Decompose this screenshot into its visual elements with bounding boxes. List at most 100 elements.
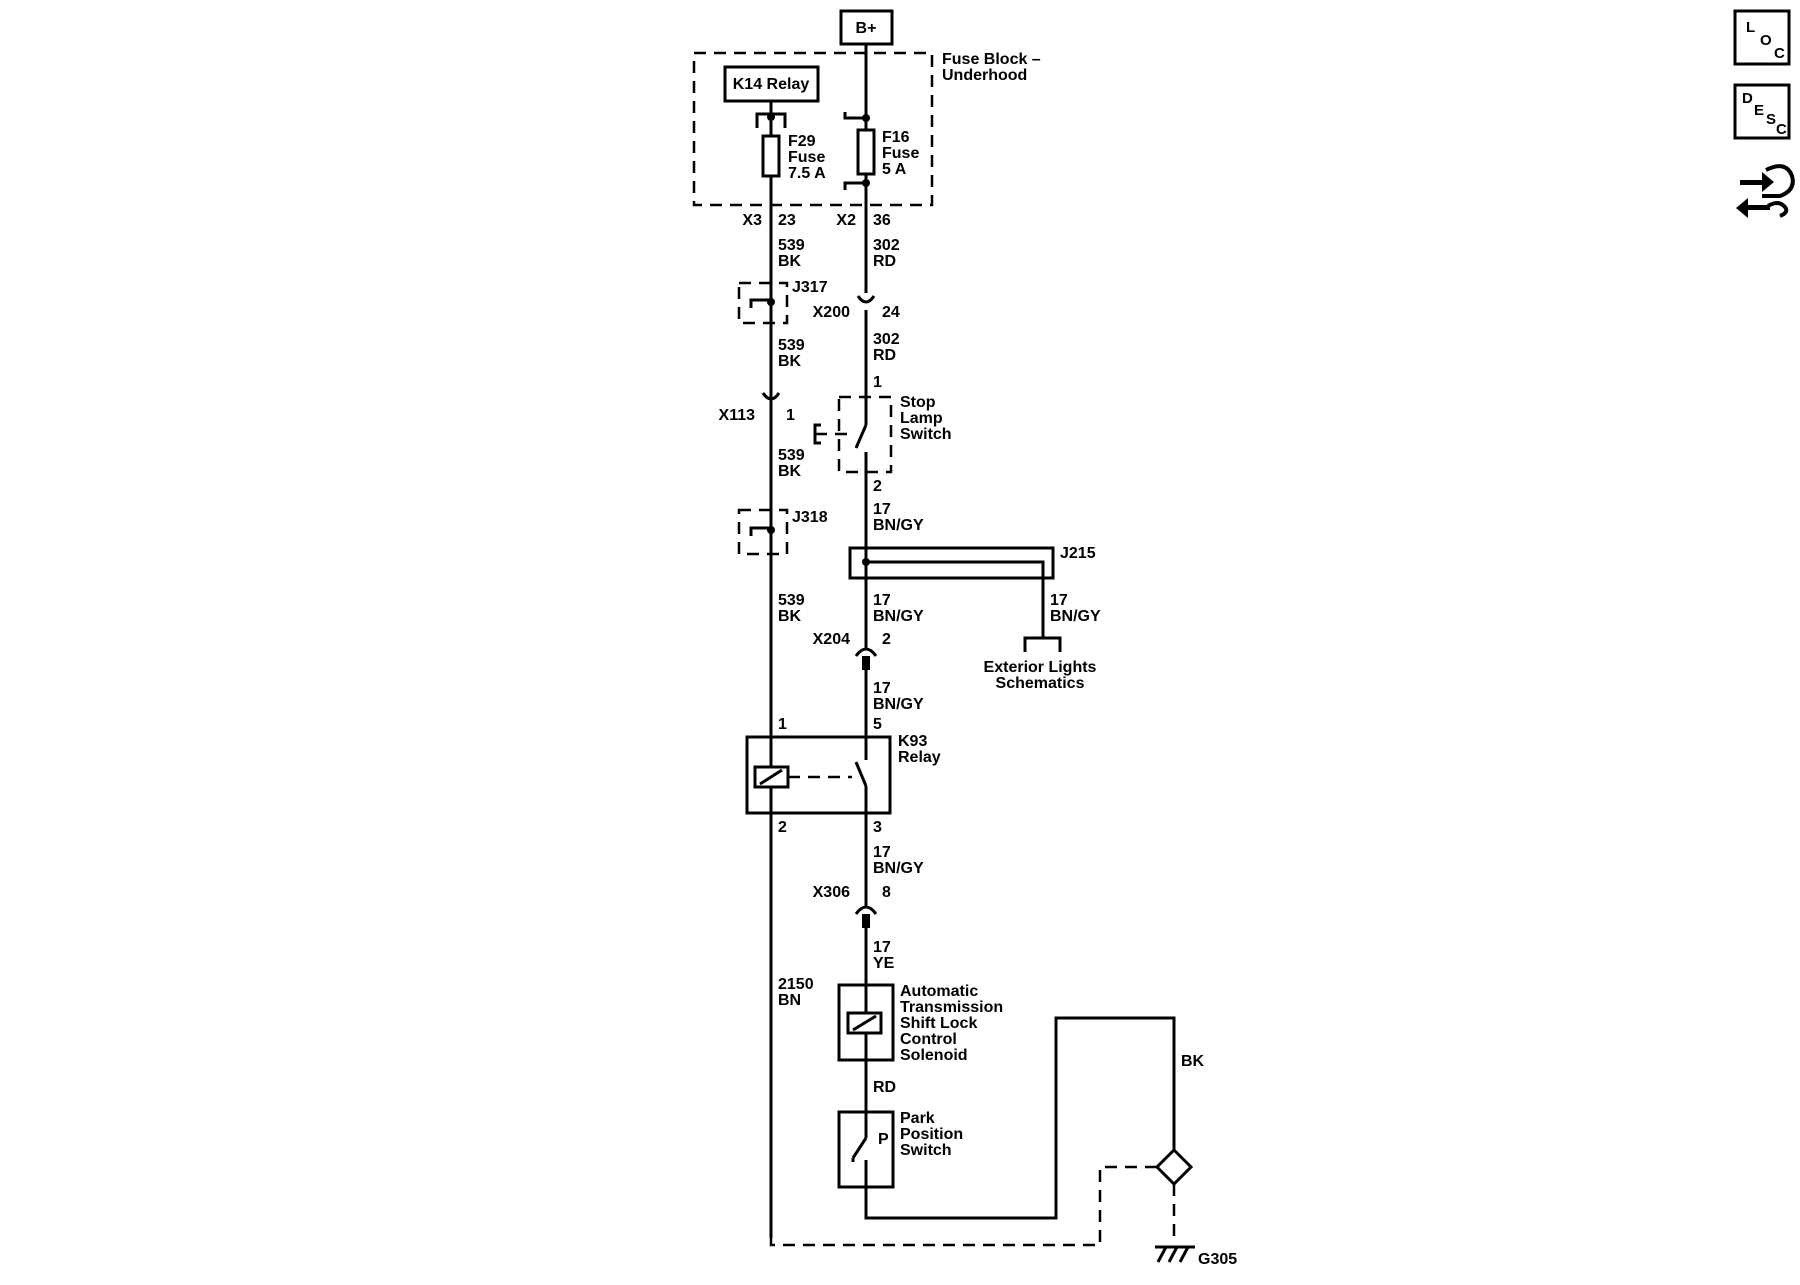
svg-text:Solenoid: Solenoid	[900, 1047, 968, 1064]
svg-text:J318: J318	[792, 509, 828, 526]
svg-text:2: 2	[882, 631, 891, 648]
wire-bngy-label-a: BN/GY	[873, 517, 924, 534]
svg-text:Lamp: Lamp	[900, 410, 943, 427]
x204-connector: X204 2	[813, 631, 891, 670]
svg-text:P: P	[878, 1131, 889, 1148]
svg-text:Stop: Stop	[900, 394, 936, 411]
fuse-block-label-line1: Fuse Block –	[942, 51, 1041, 68]
svg-text:Exterior Lights: Exterior Lights	[984, 659, 1097, 676]
exterior-lights-reference: 17 BN/GY Exterior Lights Schematics	[984, 592, 1101, 692]
svg-text:17: 17	[1050, 592, 1068, 609]
svg-text:Fuse: Fuse	[788, 149, 825, 166]
svg-text:X306: X306	[813, 884, 850, 901]
svg-text:K14 Relay: K14 Relay	[733, 76, 810, 93]
wire-bngy-label-c: BN/GY	[873, 696, 924, 713]
g305-ground: G305	[1155, 1245, 1237, 1268]
svg-text:Shift Lock: Shift Lock	[900, 1015, 977, 1032]
k93-relay: 1 5 2 3 K93 Relay	[745, 716, 941, 836]
x3-label: X3	[742, 212, 762, 229]
svg-text:F16: F16	[882, 129, 910, 146]
x200-connector: X200 24	[813, 295, 900, 321]
wire-17-label-d: 17	[873, 844, 891, 861]
svg-text:C: C	[1776, 121, 1787, 138]
svg-text:Park: Park	[900, 1110, 935, 1127]
svg-text:D: D	[1742, 90, 1753, 107]
wire-bk-ground-return	[864, 1016, 1176, 1220]
x306-connector: X306 8	[813, 884, 891, 928]
wire-bk-label-b: BK	[778, 353, 802, 370]
x2-pin: 36	[873, 212, 891, 229]
wire-17-label-b: 17	[873, 592, 891, 609]
j317-splice: J317	[737, 279, 828, 325]
wire-bngy-label-d: BN/GY	[873, 860, 924, 877]
j215-splice: J215	[848, 545, 1096, 638]
svg-text:Relay: Relay	[898, 749, 941, 766]
wire-539-label-b: 539	[778, 337, 805, 354]
park-position-switch: P Park Position Switch	[837, 1110, 963, 1189]
stop-lamp-pin-1: 1	[873, 374, 882, 391]
svg-text:G305: G305	[1198, 1251, 1237, 1268]
wire-539-label-c: 539	[778, 447, 805, 464]
svg-text:S: S	[1766, 111, 1776, 128]
wire-bk-label-c: BK	[778, 463, 802, 480]
svg-text:F29: F29	[788, 133, 816, 150]
desc-icon[interactable]: D E S C	[1733, 83, 1791, 140]
connector-nav-icon[interactable]	[1736, 164, 1795, 218]
svg-text:8: 8	[882, 884, 891, 901]
j318-splice: J318	[737, 508, 828, 556]
wire-ye-label: YE	[873, 955, 895, 972]
svg-text:Automatic: Automatic	[900, 983, 978, 1000]
svg-text:O: O	[1760, 32, 1772, 49]
f29-fuse: F29 Fuse 7.5 A	[755, 101, 826, 182]
svg-text:Control: Control	[900, 1031, 957, 1048]
loc-icon[interactable]: L O C	[1733, 9, 1791, 66]
wire-539-label-d: 539	[778, 592, 805, 609]
svg-text:L: L	[1746, 19, 1755, 36]
svg-text:Fuse: Fuse	[882, 145, 919, 162]
battery-positive-source: B+	[839, 9, 894, 46]
fuse-block-underhood	[692, 51, 934, 207]
x113-connector: X113 1	[719, 392, 795, 424]
x2-label: X2	[836, 212, 856, 229]
svg-text:BN/GY: BN/GY	[1050, 608, 1101, 625]
svg-text:2: 2	[778, 819, 787, 836]
svg-text:5: 5	[873, 716, 882, 733]
wire-539-label-a: 539	[778, 237, 805, 254]
svg-text:1: 1	[786, 407, 795, 424]
k14-relay: K14 Relay	[723, 65, 820, 103]
wire-302-label-b: 302	[873, 331, 900, 348]
svg-text:K93: K93	[898, 733, 927, 750]
svg-text:E: E	[1754, 102, 1764, 119]
svg-text:B+: B+	[856, 20, 877, 37]
wire-bk-label-a: BK	[778, 253, 802, 270]
wire-302-label-a: 302	[873, 237, 900, 254]
wire-2150-label: 2150	[778, 976, 814, 993]
wire-17-label-c: 17	[873, 680, 891, 697]
svg-text:J317: J317	[792, 279, 828, 296]
svg-text:Position: Position	[900, 1126, 963, 1143]
wire-rd-label-b: RD	[873, 347, 896, 364]
svg-text:1: 1	[778, 716, 787, 733]
wire-bn-label: BN	[778, 992, 801, 1009]
svg-text:Transmission: Transmission	[900, 999, 1003, 1016]
wire-bngy-label-b: BN/GY	[873, 608, 924, 625]
x3-pin: 23	[778, 212, 796, 229]
svg-text:J215: J215	[1060, 545, 1096, 562]
f16-fuse: F16 Fuse 5 A	[843, 44, 919, 190]
svg-text:X200: X200	[813, 304, 850, 321]
svg-text:7.5 A: 7.5 A	[788, 165, 826, 182]
svg-text:Switch: Switch	[900, 1142, 952, 1159]
wire-rd-label-a: RD	[873, 253, 896, 270]
svg-text:3: 3	[873, 819, 882, 836]
wire-17-label-a: 17	[873, 501, 891, 518]
shift-lock-solenoid: Automatic Transmission Shift Lock Contro…	[837, 983, 1003, 1064]
wire-bk-label-ground: BK	[1181, 1053, 1205, 1070]
wire-rd-label-c: RD	[873, 1079, 896, 1096]
stop-lamp-pin-2: 2	[873, 478, 882, 495]
svg-text:5 A: 5 A	[882, 161, 907, 178]
svg-text:X204: X204	[813, 631, 850, 648]
wire-bk-label-d: BK	[778, 608, 802, 625]
shield-drain-splice	[769, 1080, 1194, 1247]
svg-text:24: 24	[882, 304, 900, 321]
